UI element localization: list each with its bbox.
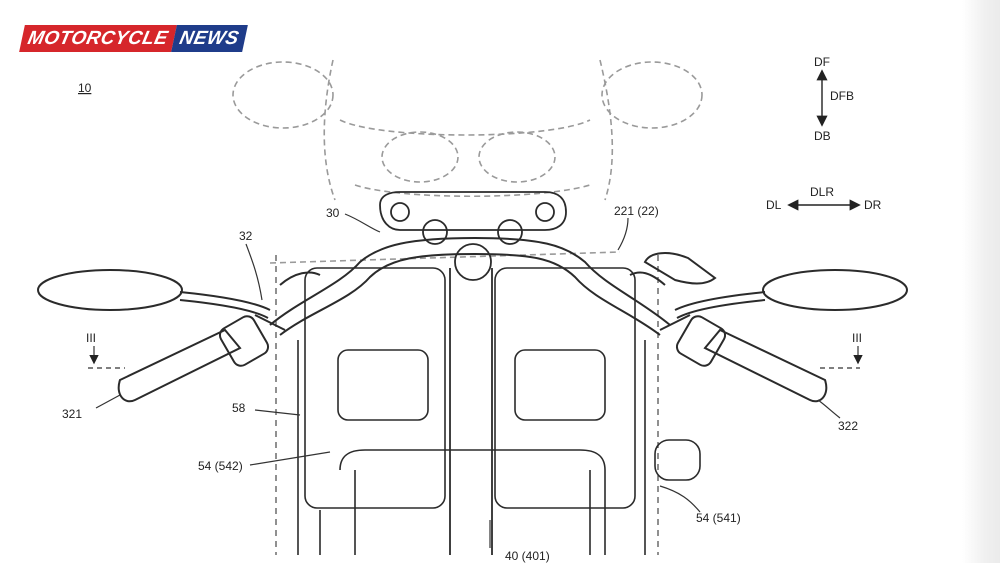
- label-figure: 10: [78, 81, 92, 95]
- label-dfb: DFB: [830, 89, 854, 103]
- label-part54-right: 54 (541): [696, 511, 741, 525]
- label-section-right: III: [852, 331, 862, 345]
- page-edge-shadow: [962, 0, 1000, 563]
- label-part58: 58: [232, 401, 246, 415]
- left-grip: [37, 269, 286, 403]
- label-section-left: III: [86, 331, 96, 345]
- center-frame: [379, 191, 567, 555]
- label-frame: 40 (401): [505, 549, 550, 563]
- label-cover: 221 (22): [614, 204, 659, 218]
- leader-lines: [88, 213, 863, 548]
- fairing-outline: [232, 59, 703, 264]
- direction-arrows: [787, 69, 861, 211]
- logo-part-motorcycle: MOTORCYCLE: [19, 25, 177, 52]
- logo-part-news: NEWS: [170, 25, 248, 52]
- label-df: DF: [814, 55, 830, 69]
- tank-body: [297, 267, 701, 555]
- label-handlebar: 30: [326, 206, 340, 220]
- right-grip: [643, 252, 908, 403]
- labels: 10 30 32 221 (22) III III 321 322 58 54 …: [62, 55, 882, 563]
- label-dl: DL: [766, 198, 782, 212]
- boundary-lines: [275, 255, 659, 555]
- label-db: DB: [814, 129, 831, 143]
- handlebar: [269, 236, 671, 336]
- label-dr: DR: [864, 198, 882, 212]
- label-part54-left: 54 (542): [198, 459, 243, 473]
- label-dlr: DLR: [810, 185, 834, 199]
- motorcycle-news-logo: MOTORCYCLE NEWS: [19, 25, 248, 52]
- label-left-handle: 32: [239, 229, 253, 243]
- label-right-grip: 322: [838, 419, 858, 433]
- label-left-grip: 321: [62, 407, 82, 421]
